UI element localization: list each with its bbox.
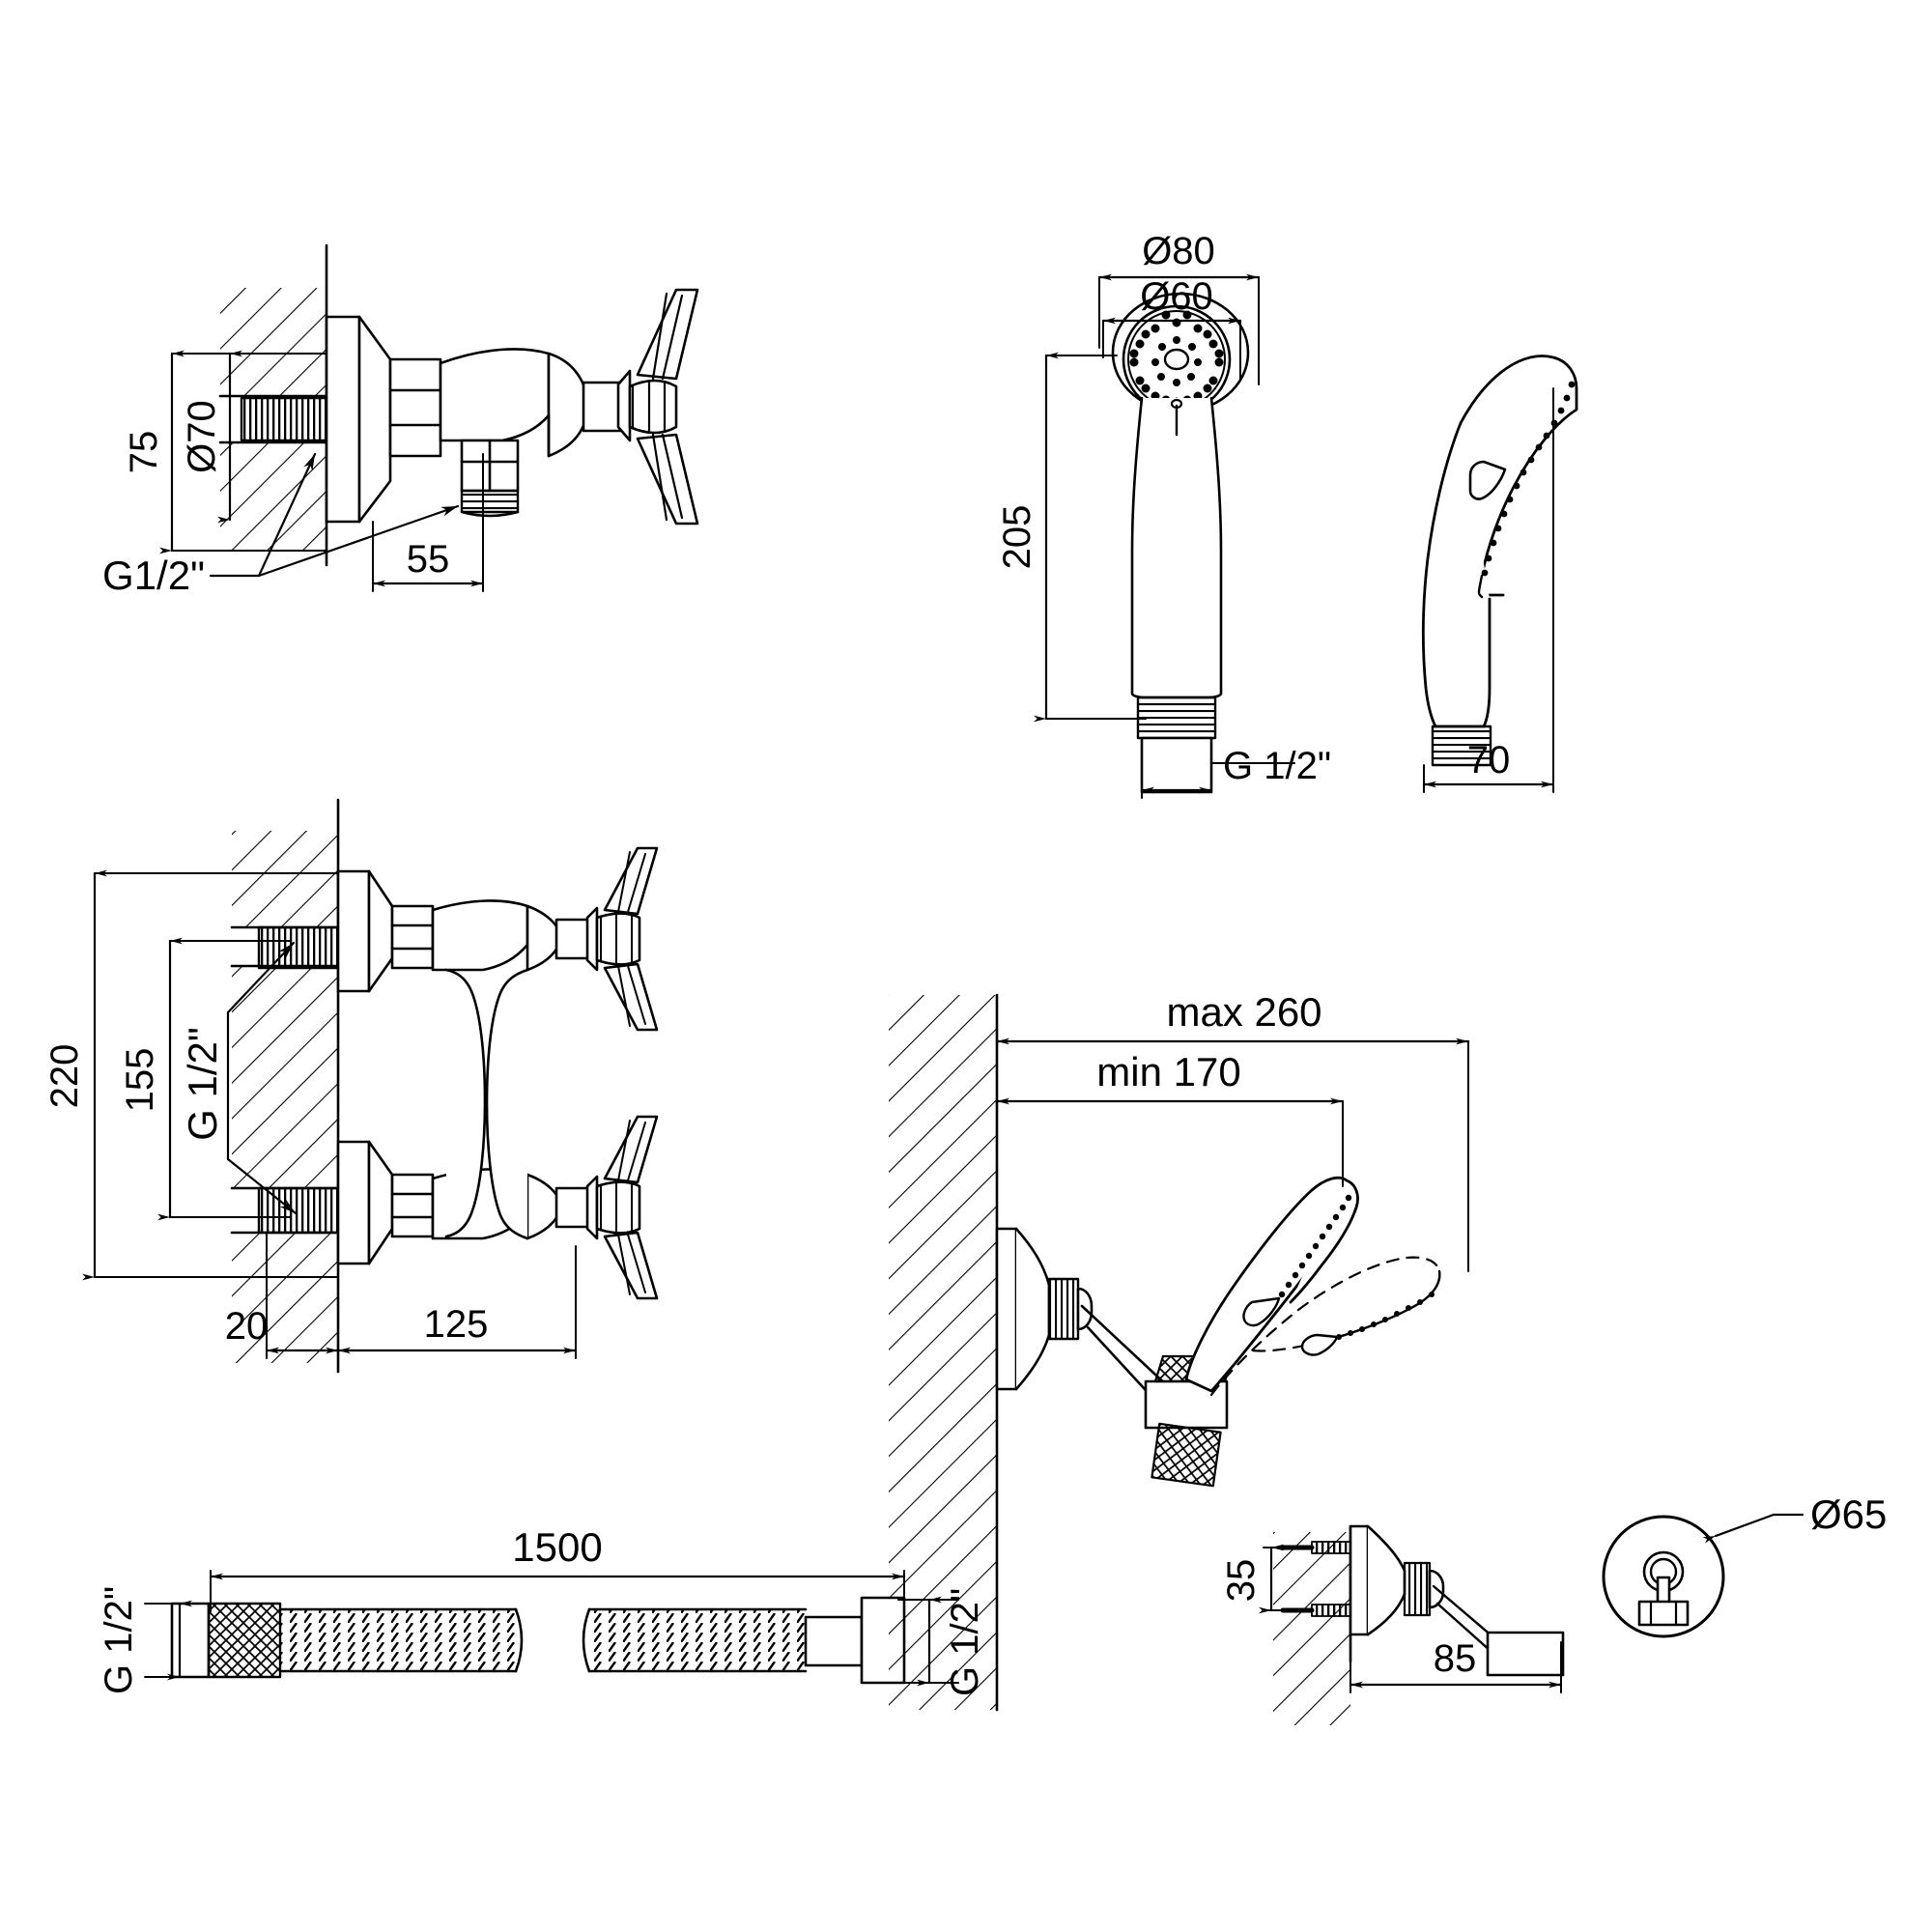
view-holder-assembly: max 260 min 170 (889, 989, 1470, 1712)
dim-d70-label: Ø70 (181, 400, 223, 473)
shower-handle (1130, 396, 1223, 699)
callout-g-12-shower-label: G 1/2" (1223, 745, 1331, 787)
callout-hose-left: G 1/2" (98, 1586, 215, 1694)
dim-20-label: 20 (225, 1305, 269, 1348)
view-mixer-section: 220 155 G 1/2" 20 125 (43, 798, 659, 1374)
holder-shower-spray-edge (1278, 1194, 1352, 1298)
dim-max-260-label: max 260 (1166, 989, 1321, 1035)
callout-hose-left-label: G 1/2" (98, 1586, 140, 1694)
mixer-upper-thread (257, 925, 340, 970)
shower-connector (1136, 696, 1217, 794)
dim-max-260: max 260 (995, 989, 1470, 1272)
holder-wall-hatching (889, 993, 999, 1712)
cross-handle (616, 288, 699, 526)
handshower-ghost-head (1300, 1269, 1441, 1356)
dim-d60-label: Ø60 (1140, 275, 1213, 318)
holder-face-knob (1637, 1550, 1690, 1627)
dim-min-170-label: min 170 (1096, 1049, 1240, 1094)
dim-70: 70 (1422, 387, 1555, 793)
dim-d80: Ø80 (1097, 230, 1261, 385)
callout-g-12-mixer-label: G 1/2" (180, 1027, 225, 1141)
dim-125-label: 125 (424, 1303, 489, 1346)
dim-55: 55 (371, 453, 485, 592)
dim-35: 35 (1220, 1544, 1292, 1614)
dim-55-label: 55 (407, 538, 450, 581)
outlet-spigot (460, 439, 520, 518)
view-handshower-front: Ø80 Ø60 205 G 1/2" (996, 230, 1331, 799)
dim-75-label: 75 (123, 431, 165, 474)
wall-holder-bracket (995, 1227, 1235, 1488)
inlet-thread (240, 396, 328, 442)
dim-220: 220 (43, 869, 339, 1281)
dim-d70: Ø70 (181, 350, 242, 524)
dim-85: 85 (1349, 1634, 1563, 1693)
holder-detail-bracket (1349, 1524, 1565, 1677)
dim-75: 75 (123, 350, 327, 554)
escutcheon (325, 315, 392, 524)
view-handshower-side: 70 (1421, 355, 1578, 793)
dim-155-label: 155 (119, 1048, 161, 1113)
dim-20: 20 (225, 1232, 340, 1359)
dim-d65: Ø65 (1702, 1492, 1887, 1544)
view-hose: 1500 G 1/2" G 1/2" (98, 1524, 986, 1696)
hose-left-coil (278, 1607, 524, 1673)
mixer-upper-valve (336, 846, 659, 1032)
dim-125: 125 (336, 1245, 578, 1359)
callout-g12-label: G1/2" (102, 553, 205, 598)
dim-d60: Ø60 (1101, 275, 1242, 382)
mixer-lower-thread (257, 1186, 340, 1235)
callout-g-12-shower: G 1/2" (1140, 745, 1331, 799)
dim-1500-label: 1500 (512, 1524, 602, 1570)
dim-205-label: 205 (996, 505, 1038, 570)
dim-205: 205 (996, 352, 1147, 723)
callout-g12: G1/2" (102, 452, 460, 598)
hose-right-coil (582, 1607, 808, 1673)
dim-35-label: 35 (1220, 1559, 1263, 1603)
dim-d80-label: Ø80 (1142, 230, 1215, 272)
view-holder-detail: 35 85 (1220, 1524, 1565, 1725)
dim-220-label: 220 (43, 1044, 86, 1109)
hose-left-knurl (207, 1602, 282, 1679)
hose-left-nut (170, 1602, 211, 1679)
valve-body (439, 348, 622, 458)
view-holder-face: Ø65 (1602, 1492, 1887, 1638)
mixer-riser-body (444, 968, 529, 1240)
handshower-in-holder (1184, 1176, 1359, 1393)
callout-g-12-mixer: G 1/2" (180, 941, 298, 1215)
view-single-valve-section: 75 Ø70 G1/2" 55 (102, 243, 699, 598)
dim-70-label: 70 (1467, 739, 1511, 781)
dim-1500: 1500 (209, 1524, 906, 1612)
valve-hex-nut (388, 357, 442, 458)
dim-min-170: min 170 (995, 1049, 1345, 1187)
hose-right-stem (804, 1615, 864, 1667)
holder-detail-wall (1273, 1524, 1352, 1725)
dim-d65-label: Ø65 (1810, 1492, 1887, 1537)
mixer-wall-hatching (230, 798, 340, 1374)
dim-155: 155 (119, 937, 291, 1221)
dim-85-label: 85 (1434, 1637, 1477, 1680)
mixer-lower-valve (336, 1115, 659, 1300)
